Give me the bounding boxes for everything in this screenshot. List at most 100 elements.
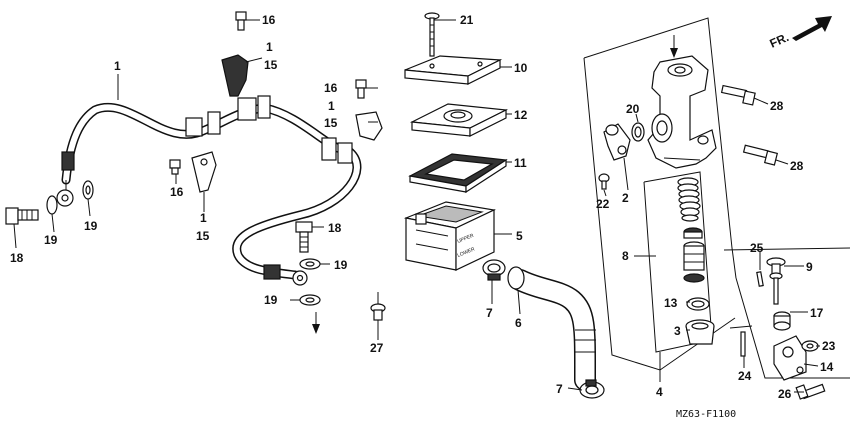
callout-13: 13 xyxy=(664,296,678,310)
callout-19-d: 19 xyxy=(264,293,278,307)
reservoir-5: UPPER LOWER xyxy=(403,201,496,271)
diaphragm-plate-12 xyxy=(409,103,509,137)
arrow-down-icon xyxy=(312,324,320,334)
o-ring-20-hole xyxy=(634,126,642,138)
assembly-frame-pushrod xyxy=(735,277,850,379)
boot-3 xyxy=(685,319,715,345)
callout-11: 11 xyxy=(514,156,527,170)
push-rod-9 xyxy=(766,257,786,305)
cotter-pin-24 xyxy=(740,331,746,357)
callout-16-top: 16 xyxy=(262,13,276,27)
front-direction-indicator: FR. xyxy=(768,16,832,51)
callout-1-mid: 1 xyxy=(328,99,335,113)
callout-1-top: 1 xyxy=(266,40,273,54)
callout-1-low: 1 xyxy=(200,211,207,225)
callout-23: 23 xyxy=(822,339,836,353)
bolt-28-top xyxy=(720,84,756,106)
callout-4: 4 xyxy=(656,385,663,399)
bolt-28-bottom xyxy=(742,144,779,166)
callout-28-bottom: 28 xyxy=(790,159,804,173)
reservoir-cap-10 xyxy=(404,55,503,85)
callout-3: 3 xyxy=(674,324,681,338)
callout-16-mid: 16 xyxy=(324,81,338,95)
oil-bolt-18-left xyxy=(5,207,39,225)
hose-grommet-2 xyxy=(207,111,221,135)
callout-22: 22 xyxy=(596,197,610,211)
sealing-washer-19-a xyxy=(46,195,58,215)
reservoir-hose-6 xyxy=(507,266,597,391)
hose-clamp-15-right xyxy=(355,111,383,141)
nut-17 xyxy=(773,311,791,331)
screw-21 xyxy=(424,12,440,57)
callout-7-upper: 7 xyxy=(486,306,493,320)
callout-2: 2 xyxy=(622,191,629,205)
banjo-eye-left-hole xyxy=(61,194,69,202)
callout-15-top: 15 xyxy=(264,58,278,72)
hose-clamp-15-top xyxy=(221,54,249,97)
banjo-eye-right-hole xyxy=(296,274,304,282)
hose-joint-2 xyxy=(603,123,631,161)
callout-9: 9 xyxy=(806,260,813,274)
bolt-16-top xyxy=(235,11,247,31)
arrow-down-icon-2 xyxy=(670,48,678,58)
callout-15-low: 15 xyxy=(196,229,210,243)
assembly-frame-right xyxy=(723,247,850,251)
callout-1-hose: 1 xyxy=(114,59,121,73)
circlip-13-hole xyxy=(691,300,705,308)
assembly-frame-top xyxy=(583,17,737,279)
spring xyxy=(677,177,701,222)
push-rod-joint-14 xyxy=(773,335,807,381)
sealing-washer-19-b-hole xyxy=(85,185,91,195)
callout-8: 8 xyxy=(622,249,629,263)
callout-12: 12 xyxy=(514,108,528,122)
callout-21: 21 xyxy=(460,13,474,27)
callout-19-a: 19 xyxy=(44,233,58,247)
primary-cup xyxy=(683,227,703,239)
callout-24: 24 xyxy=(738,369,752,383)
callout-14: 14 xyxy=(820,360,834,374)
callout-28-top: 28 xyxy=(770,99,784,113)
callout-20: 20 xyxy=(626,102,640,116)
hose-fitting-right xyxy=(263,264,281,280)
callout-19-c: 19 xyxy=(334,258,348,272)
callout-19-b: 19 xyxy=(84,219,98,233)
pin-25 xyxy=(756,271,764,287)
callout-5: 5 xyxy=(516,229,523,243)
hose-grommet-6 xyxy=(337,142,353,164)
callout-10: 10 xyxy=(514,61,528,75)
hose-grommet-4 xyxy=(257,95,271,119)
bolt-16-low xyxy=(169,159,181,175)
callout-27: 27 xyxy=(370,341,384,355)
hose-grommet-3 xyxy=(237,97,257,121)
leader-lines xyxy=(13,19,820,393)
piston xyxy=(683,241,705,283)
bolt-27 xyxy=(370,292,386,321)
nut-23-hole xyxy=(806,343,814,349)
callout-26: 26 xyxy=(778,387,792,401)
bolt-16-mid xyxy=(355,79,367,99)
diaphragm-11 xyxy=(408,153,508,194)
sealing-washer-19-d-hole xyxy=(305,297,315,303)
callout-6: 6 xyxy=(515,316,522,330)
hose-grommet-1 xyxy=(185,117,203,137)
brake-hose-lower xyxy=(232,147,362,280)
master-cylinder-body xyxy=(647,55,717,169)
callout-16-low: 16 xyxy=(170,185,184,199)
screw-22 xyxy=(598,173,610,190)
hose-clip-7-upper xyxy=(482,259,506,281)
callout-25: 25 xyxy=(750,241,764,255)
sealing-washer-19-c-hole xyxy=(305,261,315,267)
front-label: FR. xyxy=(768,30,791,51)
oil-bolt-18-right xyxy=(295,221,313,253)
callout-18-right: 18 xyxy=(328,221,342,235)
callout-17: 17 xyxy=(810,306,824,320)
callout-7-lower: 7 xyxy=(556,382,563,396)
arrow-front-icon xyxy=(792,16,832,41)
callout-18-left: 18 xyxy=(10,251,24,265)
hose-clip-7-lower xyxy=(579,379,605,399)
hose-clamp-15-left xyxy=(191,151,217,193)
hose-grommet-5 xyxy=(321,137,337,161)
hose-fitting-left xyxy=(61,151,75,171)
diagram-code: MZ63-F1100 xyxy=(676,409,736,420)
